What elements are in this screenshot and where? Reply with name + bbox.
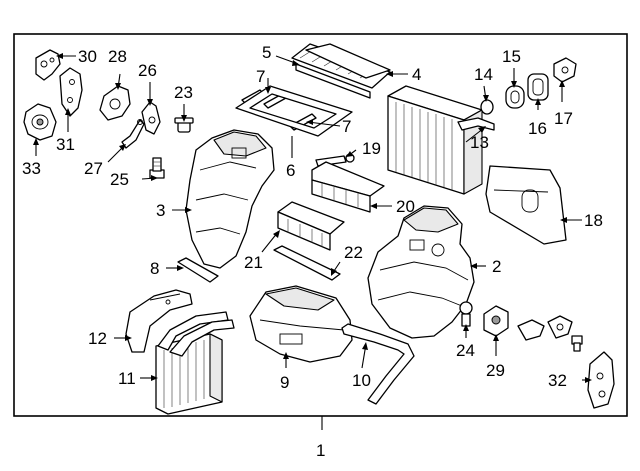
part-14-oring	[480, 99, 494, 115]
callout-3: 3	[156, 201, 165, 220]
part-30-bracket	[35, 49, 61, 81]
part-28-actuator	[99, 85, 131, 121]
callout-13: 13	[470, 133, 489, 152]
callout-9: 9	[280, 373, 289, 392]
callout-1: 1	[316, 441, 325, 460]
part-33-actuator	[23, 103, 57, 141]
part-3-case-left	[185, 129, 275, 269]
callout-24: 24	[456, 341, 475, 360]
part-29-motor	[483, 305, 509, 337]
callout-5: 5	[262, 43, 271, 62]
callout-8: 8	[150, 259, 159, 278]
part-12-duct	[125, 289, 193, 353]
callout-14: 14	[474, 65, 493, 84]
part-25-bolt	[149, 157, 165, 179]
callout-25: 25	[110, 170, 129, 189]
part-22-strip	[273, 245, 341, 281]
part-16-gasket	[527, 73, 549, 101]
part-10-drain-hose	[341, 323, 415, 405]
callout-19: 19	[362, 139, 381, 158]
callout-29: 29	[486, 361, 505, 380]
callout-12: 12	[88, 329, 107, 348]
callout-20: 20	[396, 197, 415, 216]
callout-6: 6	[286, 161, 295, 180]
callout-31: 31	[56, 135, 75, 154]
part-20-housing	[311, 161, 385, 213]
leader-arrows	[33, 53, 592, 383]
part-2-case-right	[367, 205, 475, 339]
callout-32: 32	[548, 371, 567, 390]
callout-7a: 7	[256, 67, 265, 86]
part-18-cover	[485, 165, 567, 245]
callout-22: 22	[344, 243, 363, 262]
part-8-gasket	[177, 257, 219, 283]
part-17-valve	[553, 57, 577, 83]
part-misc-clips	[517, 315, 583, 352]
callout-28: 28	[108, 47, 127, 66]
part-31-bracket	[59, 67, 83, 117]
callout-30: 30	[78, 47, 97, 66]
callout-27: 27	[84, 159, 103, 178]
callout-4: 4	[412, 65, 421, 84]
part-32-bracket	[587, 351, 615, 409]
part-15-seal	[505, 85, 525, 109]
part-11-heater-core	[155, 311, 235, 415]
part-4-cabin-filter	[305, 43, 391, 79]
part-13-evaporator	[387, 85, 495, 195]
callout-17: 17	[554, 109, 573, 128]
callout-21: 21	[244, 253, 263, 272]
part-24-clip	[459, 301, 473, 327]
assembly-frame	[13, 33, 628, 417]
callout-33: 33	[22, 159, 41, 178]
callout-labels: 30 28 26 23 31 33 27 25 3 8 5 7 7 6 4 14…	[22, 43, 603, 460]
part-26-lever	[141, 101, 161, 135]
callout-11: 11	[118, 369, 136, 388]
callout-16: 16	[528, 119, 547, 138]
part-27-link	[121, 119, 145, 149]
callout-26: 26	[138, 61, 157, 80]
part-9-lower-case	[249, 285, 353, 363]
callout-2: 2	[492, 257, 501, 276]
callout-15: 15	[502, 47, 521, 66]
callout-23: 23	[174, 83, 193, 102]
callout-7b: 7	[342, 117, 351, 136]
callout-18: 18	[584, 211, 603, 230]
part-21-door	[277, 201, 345, 251]
callout-10: 10	[352, 371, 371, 390]
